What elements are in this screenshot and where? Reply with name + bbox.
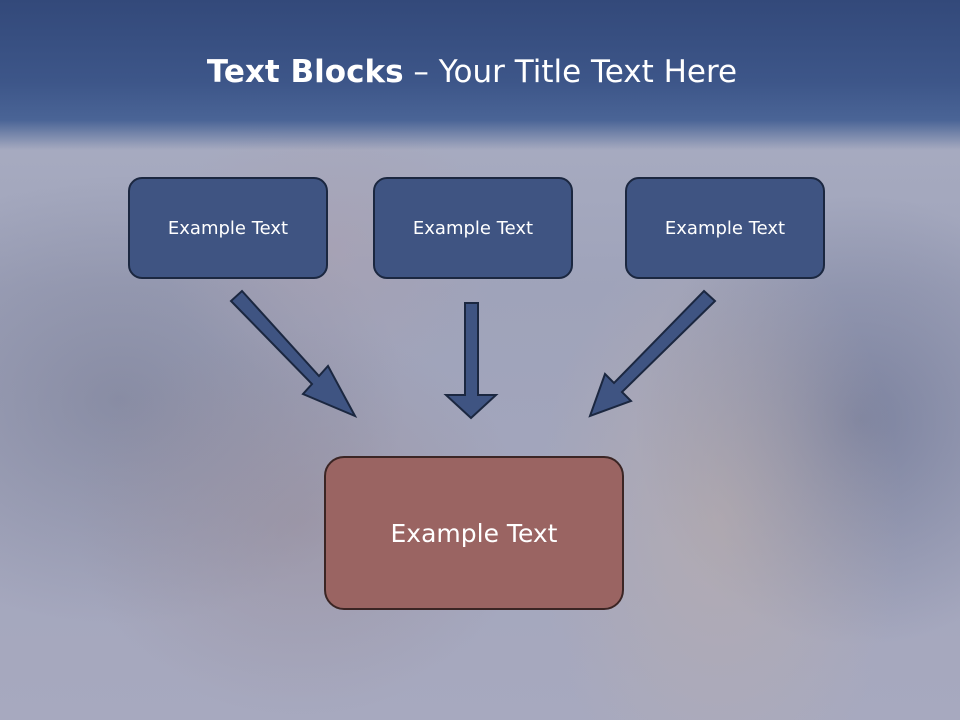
source-box-left-label: Example Text xyxy=(167,217,289,239)
source-box-center-label: Example Text xyxy=(412,217,534,239)
source-box-right-label: Example Text xyxy=(664,217,786,239)
source-box-left: Example Text xyxy=(128,177,328,279)
arrow-center-down xyxy=(443,302,499,420)
source-box-center: Example Text xyxy=(373,177,573,279)
target-box-label: Example Text xyxy=(390,518,558,548)
source-box-right: Example Text xyxy=(625,177,825,279)
arrow-right-diagonal xyxy=(588,289,717,418)
slide-title: Text Blocks – Your Title Text Here xyxy=(0,54,944,90)
arrow-left-diagonal xyxy=(229,289,358,419)
header-band xyxy=(0,0,960,150)
title-rest: Your Title Text Here xyxy=(438,54,738,90)
title-separator: – xyxy=(403,54,439,90)
target-box: Example Text xyxy=(324,456,624,610)
title-bold: Text Blocks xyxy=(206,54,404,90)
